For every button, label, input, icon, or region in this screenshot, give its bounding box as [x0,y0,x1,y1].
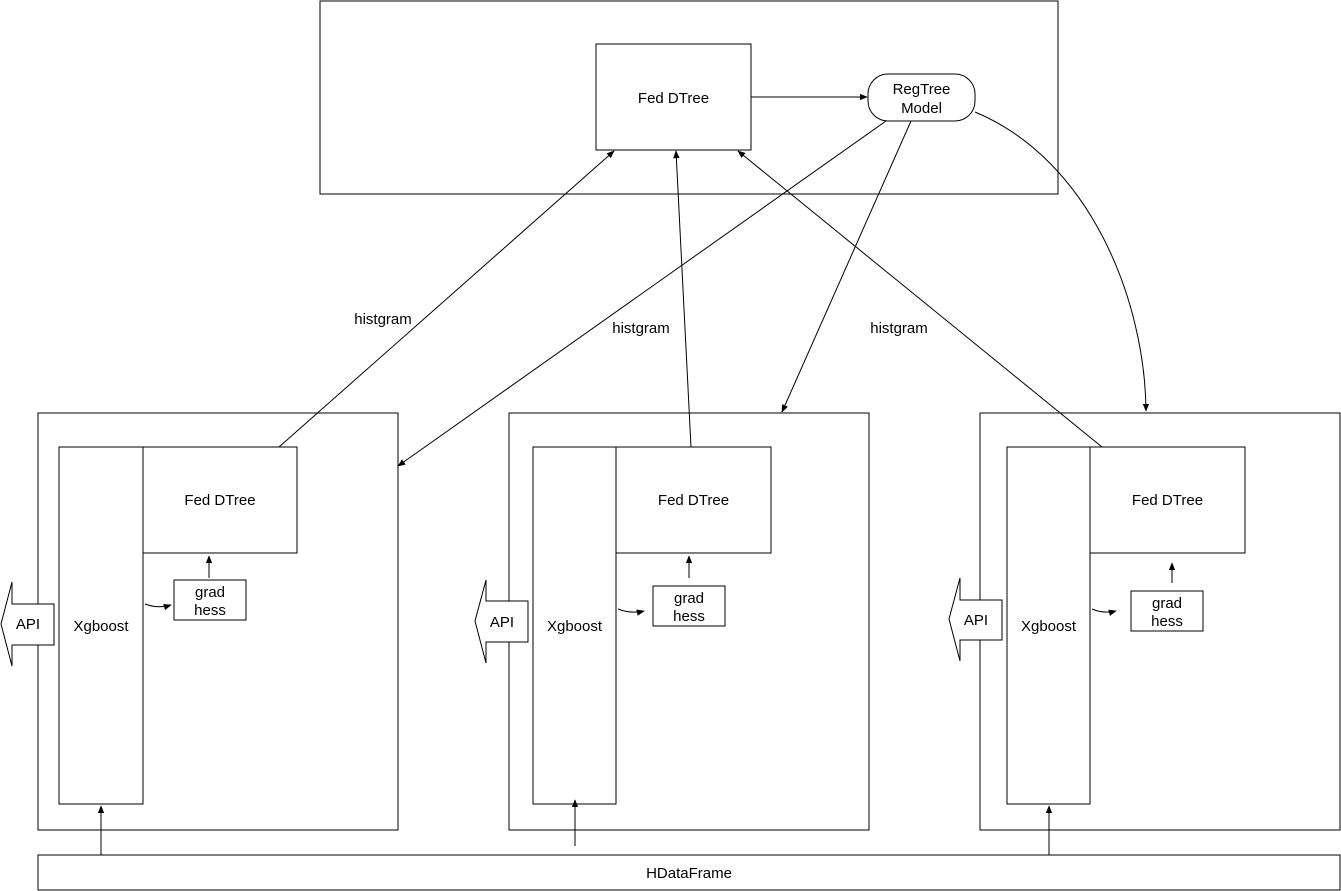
client-1-xgboost-label: Xgboost [73,618,129,635]
hdataframe-node[interactable]: HDataFrame [37,854,1341,891]
client-3-api-label: API [964,612,988,629]
client-2-xgboost-label: Xgboost [547,618,603,635]
client-3-xgboost-box [1006,446,1091,805]
client-1-fed-dtree-node[interactable]: Fed DTree [142,446,298,554]
client-3-grad-hess-box [1130,590,1204,632]
client-3-grad-hess-node[interactable]: grad hess [1130,590,1204,632]
client-3-fed-dtree-box [1089,446,1246,554]
client-2-grad-hess-node[interactable]: grad hess [652,585,726,627]
regtree-model-label-line2: Model [901,100,942,117]
client-1-xgboost-to-grad-arrow [144,603,172,611]
client-2-fed-dtree-box [615,446,772,554]
client-3-grad-label: grad [1152,595,1182,612]
client-1-grad-label: grad [195,584,225,601]
client-3-api-shape [948,577,1003,662]
histgram-label-1: histgram [354,311,412,328]
client-1-fed-dtree-box [142,446,298,554]
client-1-api-shape [0,581,55,667]
client-3-histgram-arrow [737,150,1103,448]
client-2-histgram-arrow [673,150,692,448]
client-2-fed-dtree-label: Fed DTree [658,492,729,509]
client-1-fed-dtree-label: Fed DTree [184,492,255,509]
histgram-label-3: histgram [870,320,928,337]
client-1: Xgboost Fed DTree grad hess API [0,412,399,831]
server-fed-dtree-box [595,43,752,151]
server-fed-dtree-label: Fed DTree [638,90,709,107]
client-2-grad-label: grad [674,590,704,607]
client-1-hess-label: hess [194,602,226,619]
model-to-client-3-arrow [974,111,1150,412]
client-3-hess-label: hess [1151,613,1183,630]
regtree-model-box [867,73,976,122]
client-2-xgboost-node[interactable]: Xgboost [532,446,617,805]
client-2-hess-label: hess [673,608,705,625]
client-1-grad-hess-node[interactable]: grad hess [173,579,247,621]
client-3-xgboost-node[interactable]: Xgboost [1006,446,1091,805]
client-1-api-label: API [16,616,40,633]
client-1-xgboost-box [58,446,144,805]
client-3-fed-dtree-label: Fed DTree [1132,492,1203,509]
client-1-api-arrow[interactable]: API [0,581,55,667]
model-to-client-2-arrow [781,120,912,413]
client-2-api-label: API [490,614,514,631]
client-3: Xgboost Fed DTree grad hess API [948,412,1341,831]
client-2-fed-dtree-node[interactable]: Fed DTree [615,446,772,554]
client-2-api-arrow[interactable]: API [474,579,529,664]
client-1-xgboost-node[interactable]: Xgboost [58,446,144,805]
hdataframe-box [37,854,1341,891]
histgram-label-2: histgram [612,320,670,337]
client-1-histgram-arrow [278,150,615,448]
client-2-xgboost-box [532,446,617,805]
server-fed-dtree-node[interactable]: Fed DTree [595,43,752,151]
client-3-xgboost-to-grad-arrow [1091,608,1117,616]
client-2-api-shape [474,579,529,664]
client-1-grad-hess-box [173,579,247,621]
client-3-fed-dtree-node[interactable]: Fed DTree [1089,446,1246,554]
client-2-grad-hess-box [652,585,726,627]
client-2: Xgboost Fed DTree grad hess API [474,412,870,831]
client-2-xgboost-to-grad-arrow [617,608,645,616]
server-container: Fed DTree RegTree Model [319,0,1059,195]
client-3-api-arrow[interactable]: API [948,577,1003,662]
client-3-xgboost-label: Xgboost [1021,618,1077,635]
regtree-model-node[interactable]: RegTree Model [867,73,976,122]
hdataframe-label: HDataFrame [646,865,732,882]
regtree-model-label-line1: RegTree [893,81,951,98]
model-to-client-1-arrow [397,120,887,467]
